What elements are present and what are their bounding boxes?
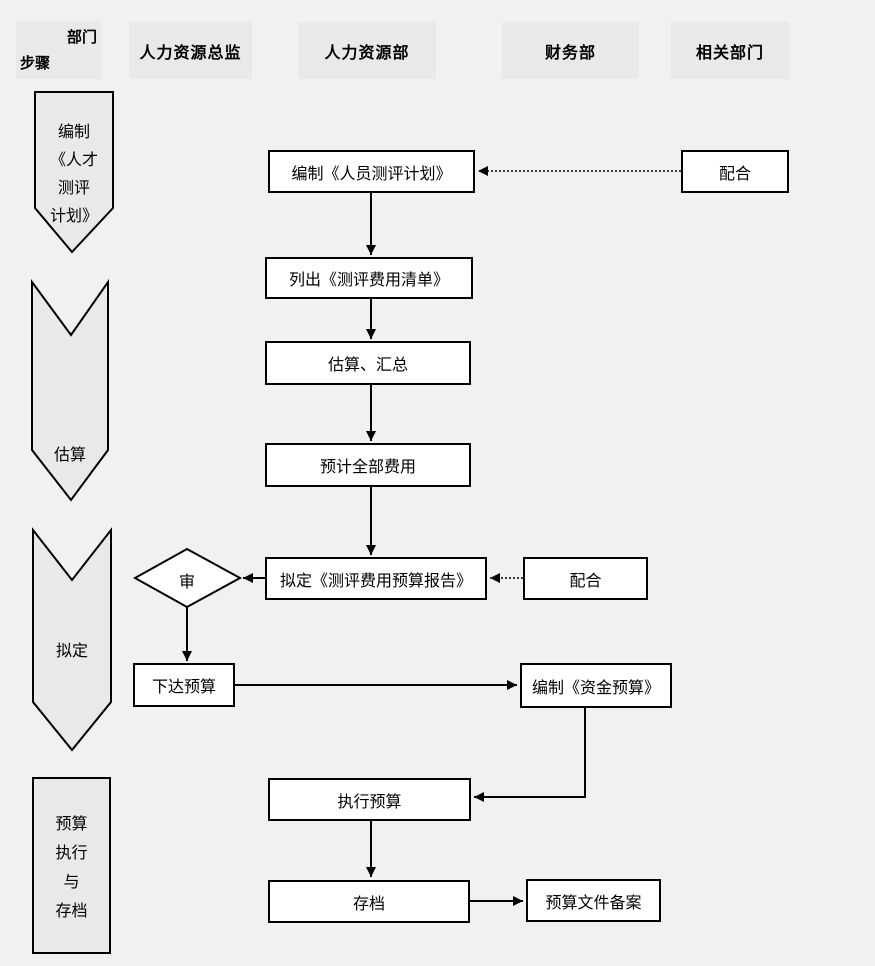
- step-label-line: 测评: [57, 178, 90, 197]
- node-cooperate-mid: 配合: [523, 557, 648, 600]
- review-diamond-shape: [132, 547, 243, 609]
- step-label-line: 计划》: [49, 206, 98, 225]
- step-label-draft: 拟定: [55, 641, 88, 660]
- step-label-line: 预算: [55, 814, 88, 833]
- column-header-hr-department: 人力资源部: [298, 22, 436, 79]
- step-label-line: 存档: [55, 901, 88, 920]
- arrow-fund-to-execute: [474, 708, 586, 802]
- column-header-hr-director: 人力资源总监: [129, 22, 252, 79]
- step-label-line: 执行: [55, 843, 88, 862]
- node-estimate-total-cost: 预计全部费用: [265, 443, 471, 487]
- node-list-expense-sheet: 列出《测评费用清单》: [265, 257, 473, 299]
- step-label-line: 《人才: [49, 150, 98, 169]
- step-label-estimate: 估算: [53, 445, 86, 464]
- step-label-line: 与: [63, 872, 80, 891]
- corner-department-label: 部门: [66, 28, 97, 46]
- node-estimate-summarize: 估算、汇总: [265, 341, 471, 385]
- step-label-line: 编制: [57, 122, 90, 141]
- node-draft-budget-report: 拟定《测评费用预算报告》: [265, 557, 487, 600]
- node-budget-document-filing: 预算文件备案: [526, 879, 661, 922]
- node-execute-budget: 执行预算: [268, 778, 471, 821]
- step-shape-draft: [32, 527, 112, 752]
- step-shape-estimate: [31, 278, 109, 502]
- column-header-related-departments: 相关部门: [671, 22, 789, 79]
- step-shape-prepare-plan: [34, 91, 114, 254]
- node-review-label: 审: [178, 572, 195, 591]
- step-label-prepare-plan: 编制 《人才 测评 计划》: [30, 118, 118, 230]
- node-issue-budget: 下达预算: [133, 663, 235, 707]
- corner-step-label: 步骤: [20, 54, 51, 72]
- column-header-finance: 财务部: [502, 22, 639, 79]
- step-label-execute-archive: 预算 执行 与 存档: [33, 809, 110, 925]
- corner-header-cell: 部门 步骤: [16, 21, 101, 79]
- step-shape-execute-archive: [32, 777, 111, 954]
- node-prepare-assessment-plan: 编制《人员测评计划》: [268, 150, 475, 193]
- node-archive: 存档: [268, 880, 470, 923]
- node-cooperate-top: 配合: [681, 150, 789, 193]
- node-prepare-fund-budget: 编制《资金预算》: [520, 663, 672, 708]
